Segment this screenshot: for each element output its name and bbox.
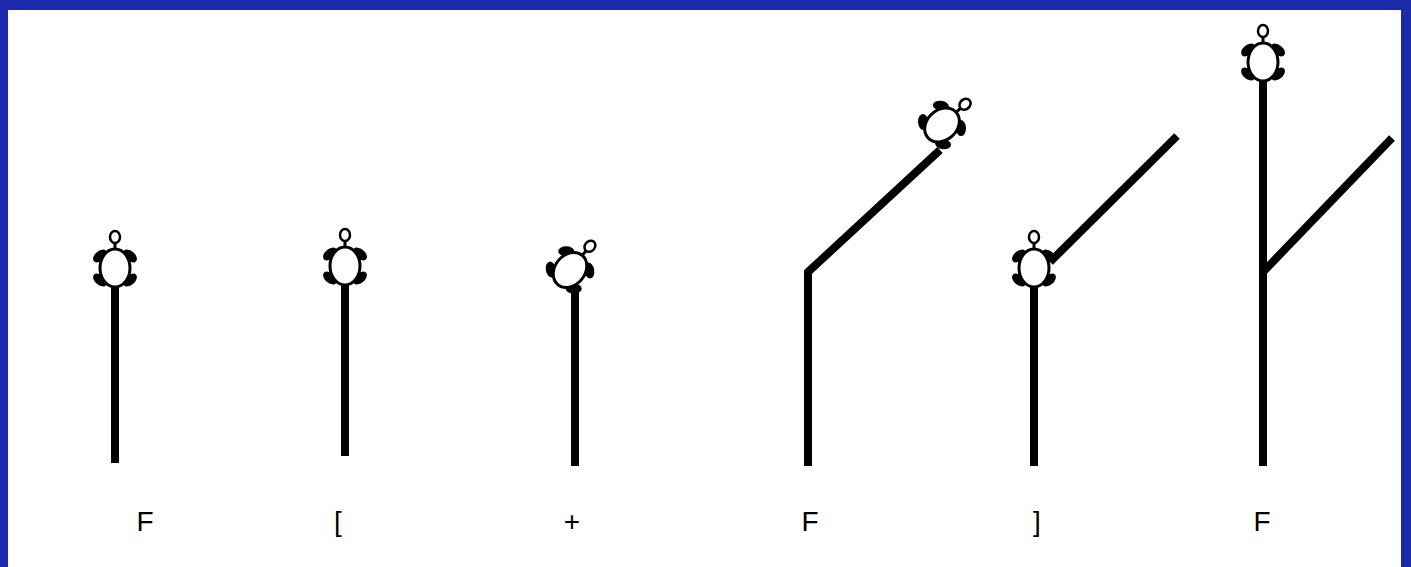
step-symbol: + (564, 508, 580, 536)
step-symbol: [ (334, 508, 342, 536)
step-symbol: F (1253, 508, 1270, 536)
step-symbol: F (801, 508, 818, 536)
white-panel (8, 10, 1401, 567)
step-symbol: F (136, 508, 153, 536)
step-symbol: ] (1033, 508, 1041, 536)
